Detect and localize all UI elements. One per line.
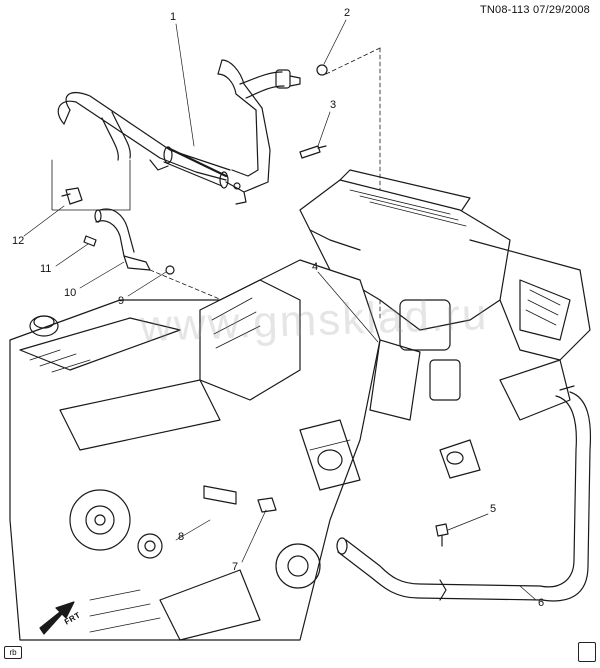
callout-1: 1 (170, 11, 177, 23)
callout-10: 10 (64, 287, 77, 299)
callout-2: 2 (344, 7, 351, 19)
front-arrow-icon (39, 601, 75, 635)
upper-heater-hose (57, 59, 301, 205)
manual-reference-icon (578, 642, 596, 662)
callout-3: 3 (330, 99, 337, 111)
callout-9: 9 (118, 295, 125, 307)
seal-o-ring-upper (316, 64, 328, 76)
hvac-module (299, 169, 591, 479)
coolant-outlet-assembly (51, 159, 175, 275)
callout-6: 6 (538, 597, 545, 609)
lower-heater-hose (336, 385, 592, 602)
diagram-reference-id: TN08-113 07/29/2008 (479, 4, 590, 16)
callout-11: 11 (40, 263, 52, 275)
callout-4: 4 (312, 261, 319, 273)
callout-8: 8 (178, 531, 185, 543)
corner-tag: rb (4, 646, 22, 659)
callout-7: 7 (232, 561, 239, 573)
callout-12: 12 (12, 235, 25, 247)
callout-5: 5 (490, 503, 497, 515)
bolt-upper (299, 145, 327, 159)
callout-leaders (23, 19, 537, 601)
bolt-lower (435, 523, 449, 547)
engine-assembly (9, 259, 381, 641)
